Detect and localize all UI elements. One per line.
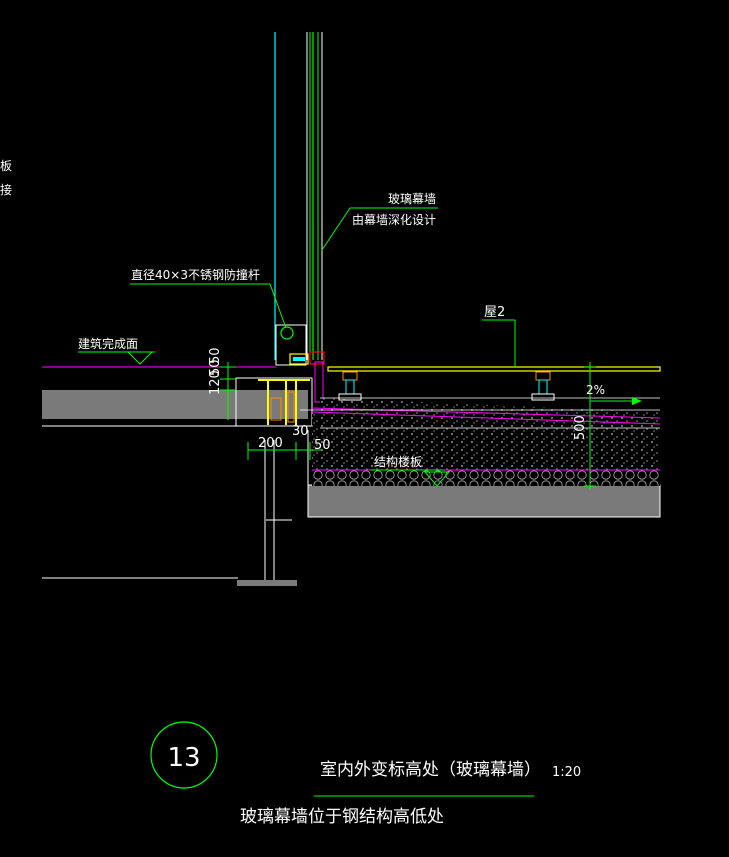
label-finish-surface: 建筑完成面	[78, 336, 138, 351]
dim-120: 120	[208, 370, 223, 395]
label-edge-2: 接	[0, 182, 12, 197]
label-slope: 2%	[586, 383, 605, 397]
leader-lines	[78, 207, 516, 487]
roof-deck	[327, 366, 661, 401]
roof-structure	[300, 397, 661, 518]
dimension-texts: 50 120 50 200 30 50 500	[208, 347, 588, 453]
detail-number-circle	[150, 721, 218, 789]
label-roof-ref: 屋2	[484, 305, 505, 320]
title-block: 13 室内外变标高处（玻璃幕墙） 1:20 玻璃幕墙位于钢结构高低处	[150, 721, 581, 827]
drawing-scale: 1:20	[552, 765, 581, 780]
label-edge-1: 板	[0, 159, 12, 173]
dim-50-mid: 50	[208, 359, 223, 376]
dimension-lines	[220, 362, 596, 490]
steel-beam	[235, 377, 313, 427]
dim-500: 500	[573, 415, 588, 440]
dim-30: 30	[292, 424, 309, 439]
label-curtain-wall: 玻璃幕墙	[388, 192, 436, 206]
dim-50-top: 50	[208, 347, 223, 364]
label-structural-slab: 结构楼板	[374, 454, 422, 469]
steel-column	[42, 440, 297, 586]
label-rail: 直径40×3不锈钢防撞杆	[131, 267, 260, 282]
curtain-wall	[274, 32, 323, 360]
rail-detail	[275, 324, 325, 403]
detail-number: 13	[167, 743, 200, 773]
dim-200: 200	[258, 436, 283, 451]
annotation-labels: 玻璃幕墙 由幕墙深化设计 直径40×3不锈钢防撞杆 建筑完成面 屋2 2% 结构…	[0, 159, 605, 469]
dim-50-right: 50	[314, 438, 331, 453]
label-curtain-wall-design: 由幕墙深化设计	[352, 213, 436, 227]
slope-arrow	[590, 397, 642, 405]
drawing-subtitle: 玻璃幕墙位于钢结构高低处	[240, 807, 444, 827]
drawing-title: 室内外变标高处（玻璃幕墙）	[320, 760, 541, 780]
left-slab	[42, 390, 308, 427]
